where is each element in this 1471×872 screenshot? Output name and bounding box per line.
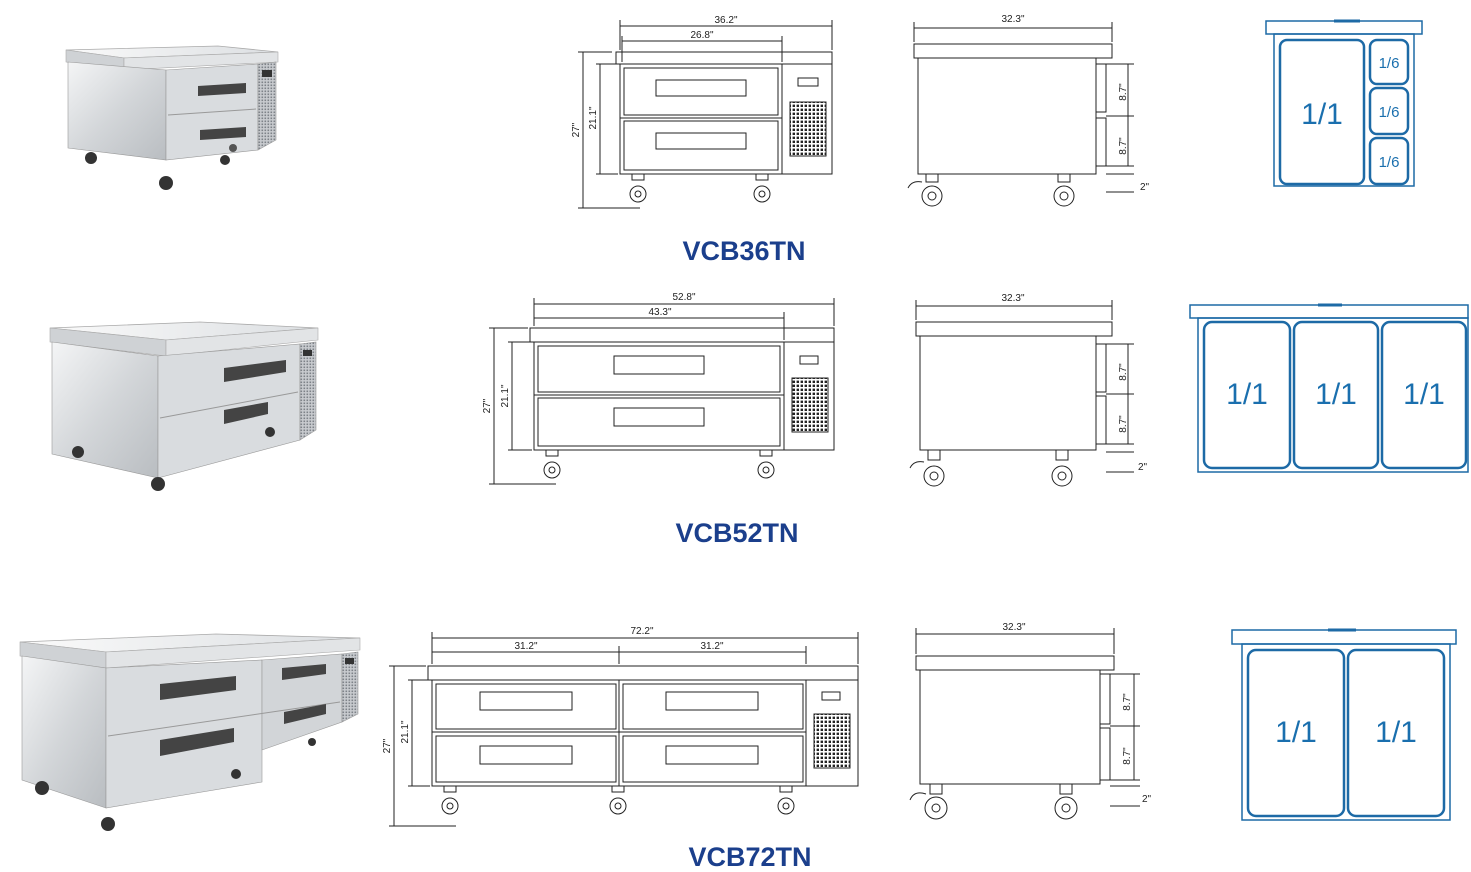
product-photo [65,45,279,190]
model-name: VCB52TN [675,518,798,548]
front-view-drawing [578,20,833,209]
dimension-drawer-width: 26.8" [690,30,713,41]
wheel-icon [72,427,275,491]
front-view-drawing [489,298,835,485]
control-panel-icon [821,691,841,701]
drawer-handle-icon [200,127,246,140]
product-row-vcb72tn: 72.2" 31.2" 31.2" 27" 21.1" 32.3" 8.7" 8… [19,622,1457,872]
drawer-handle-icon [224,402,268,424]
dimension-drawer-width: 31.2" [514,641,537,652]
dimension-drawer-height: 8.7" [1118,415,1129,433]
pan-size-label: 1/6 [1379,104,1400,121]
control-panel-icon [262,70,272,77]
product-photo [49,321,319,491]
dimension-drawer-width: 31.2" [700,641,723,652]
dimension-height: 27" [382,738,393,753]
side-view-drawing [909,628,1140,820]
control-panel-icon [303,350,312,356]
dimension-depth: 32.3" [1001,293,1024,304]
dimension-inner-height: 21.1" [588,106,599,129]
pan-size-label: 1/6 [1379,55,1400,72]
dimension-drawer-height: 8.7" [1122,747,1133,765]
model-name: VCB36TN [682,236,805,266]
model-name: VCB72TN [688,842,811,872]
drawer-handle-icon [284,704,326,724]
dimension-drawer-height: 8.7" [1118,137,1129,155]
dimension-inner-height: 21.1" [400,720,411,743]
dimension-height: 27" [482,398,493,413]
wheel-icon [909,783,1078,820]
pan-size-label: 1/1 [1403,378,1445,411]
dimension-depth: 32.3" [1001,14,1024,25]
drawer-handle-icon [479,745,573,765]
vent-grille-icon [789,101,827,157]
drawer-handle-icon [613,407,705,427]
front-view-drawing [389,632,859,827]
drawer-handle-icon [198,83,246,96]
wheel-icon [907,173,1075,207]
wheel-icon [543,449,775,479]
product-row-vcb52tn: 52.8" 43.3" 27" 21.1" 32.3" 8.7" 8.7" 2"… [49,292,1469,548]
wheel-icon [909,449,1073,487]
dimension-height: 27" [571,122,582,137]
product-row-vcb36tn: 36.2" 26.8" 27" 21.1" 32.3" 8.7" 8.7" 2"… [65,14,1423,266]
drawer-handle-icon [665,691,759,711]
pan-size-label: 1/1 [1275,716,1317,749]
drawer-handle-icon [479,691,573,711]
pan-layout-diagram [1231,628,1457,821]
control-panel-icon [799,355,819,365]
drawer-handle-icon [282,664,326,680]
wheel-icon [85,144,237,190]
dimension-caster: 2" [1140,182,1150,193]
drawer-handle-icon [160,728,234,756]
dimension-drawer-width: 43.3" [648,307,671,318]
control-panel-icon [797,77,819,87]
drawer-handle-icon [160,676,236,700]
control-panel-icon [345,658,354,664]
pan-layout-diagram [1265,19,1423,187]
pan-size-label: 1/1 [1226,378,1268,411]
drawer-handle-icon [224,360,286,382]
product-photo [19,633,361,831]
pan-size-label: 1/1 [1301,98,1343,131]
dimension-inner-height: 21.1" [500,384,511,407]
dimension-drawer-height: 8.7" [1122,693,1133,711]
dimension-overall-width: 72.2" [630,626,653,637]
drawer-handle-icon [655,132,747,150]
pan-size-label: 1/6 [1379,154,1400,171]
side-view-drawing [907,22,1134,207]
dimension-drawer-height: 8.7" [1118,83,1129,101]
pan-layout-diagram [1189,303,1469,473]
vent-grille-icon [791,377,829,433]
dimension-drawer-height: 8.7" [1118,363,1129,381]
drawer-handle-icon [655,79,747,97]
dimension-depth: 32.3" [1002,622,1025,633]
pan-size-label: 1/1 [1315,378,1357,411]
dimension-caster: 2" [1138,462,1148,473]
vent-grille-icon [813,713,851,769]
pan-size-label: 1/1 [1375,716,1417,749]
side-view-drawing [909,300,1134,487]
wheel-icon [441,785,795,815]
drawer-handle-icon [665,745,759,765]
wheel-icon [629,173,771,203]
wheel-icon [35,738,316,831]
dimension-caster: 2" [1142,794,1152,805]
dimension-overall-width: 52.8" [672,292,695,303]
drawer-handle-icon [613,355,705,375]
dimension-overall-width: 36.2" [714,15,737,26]
